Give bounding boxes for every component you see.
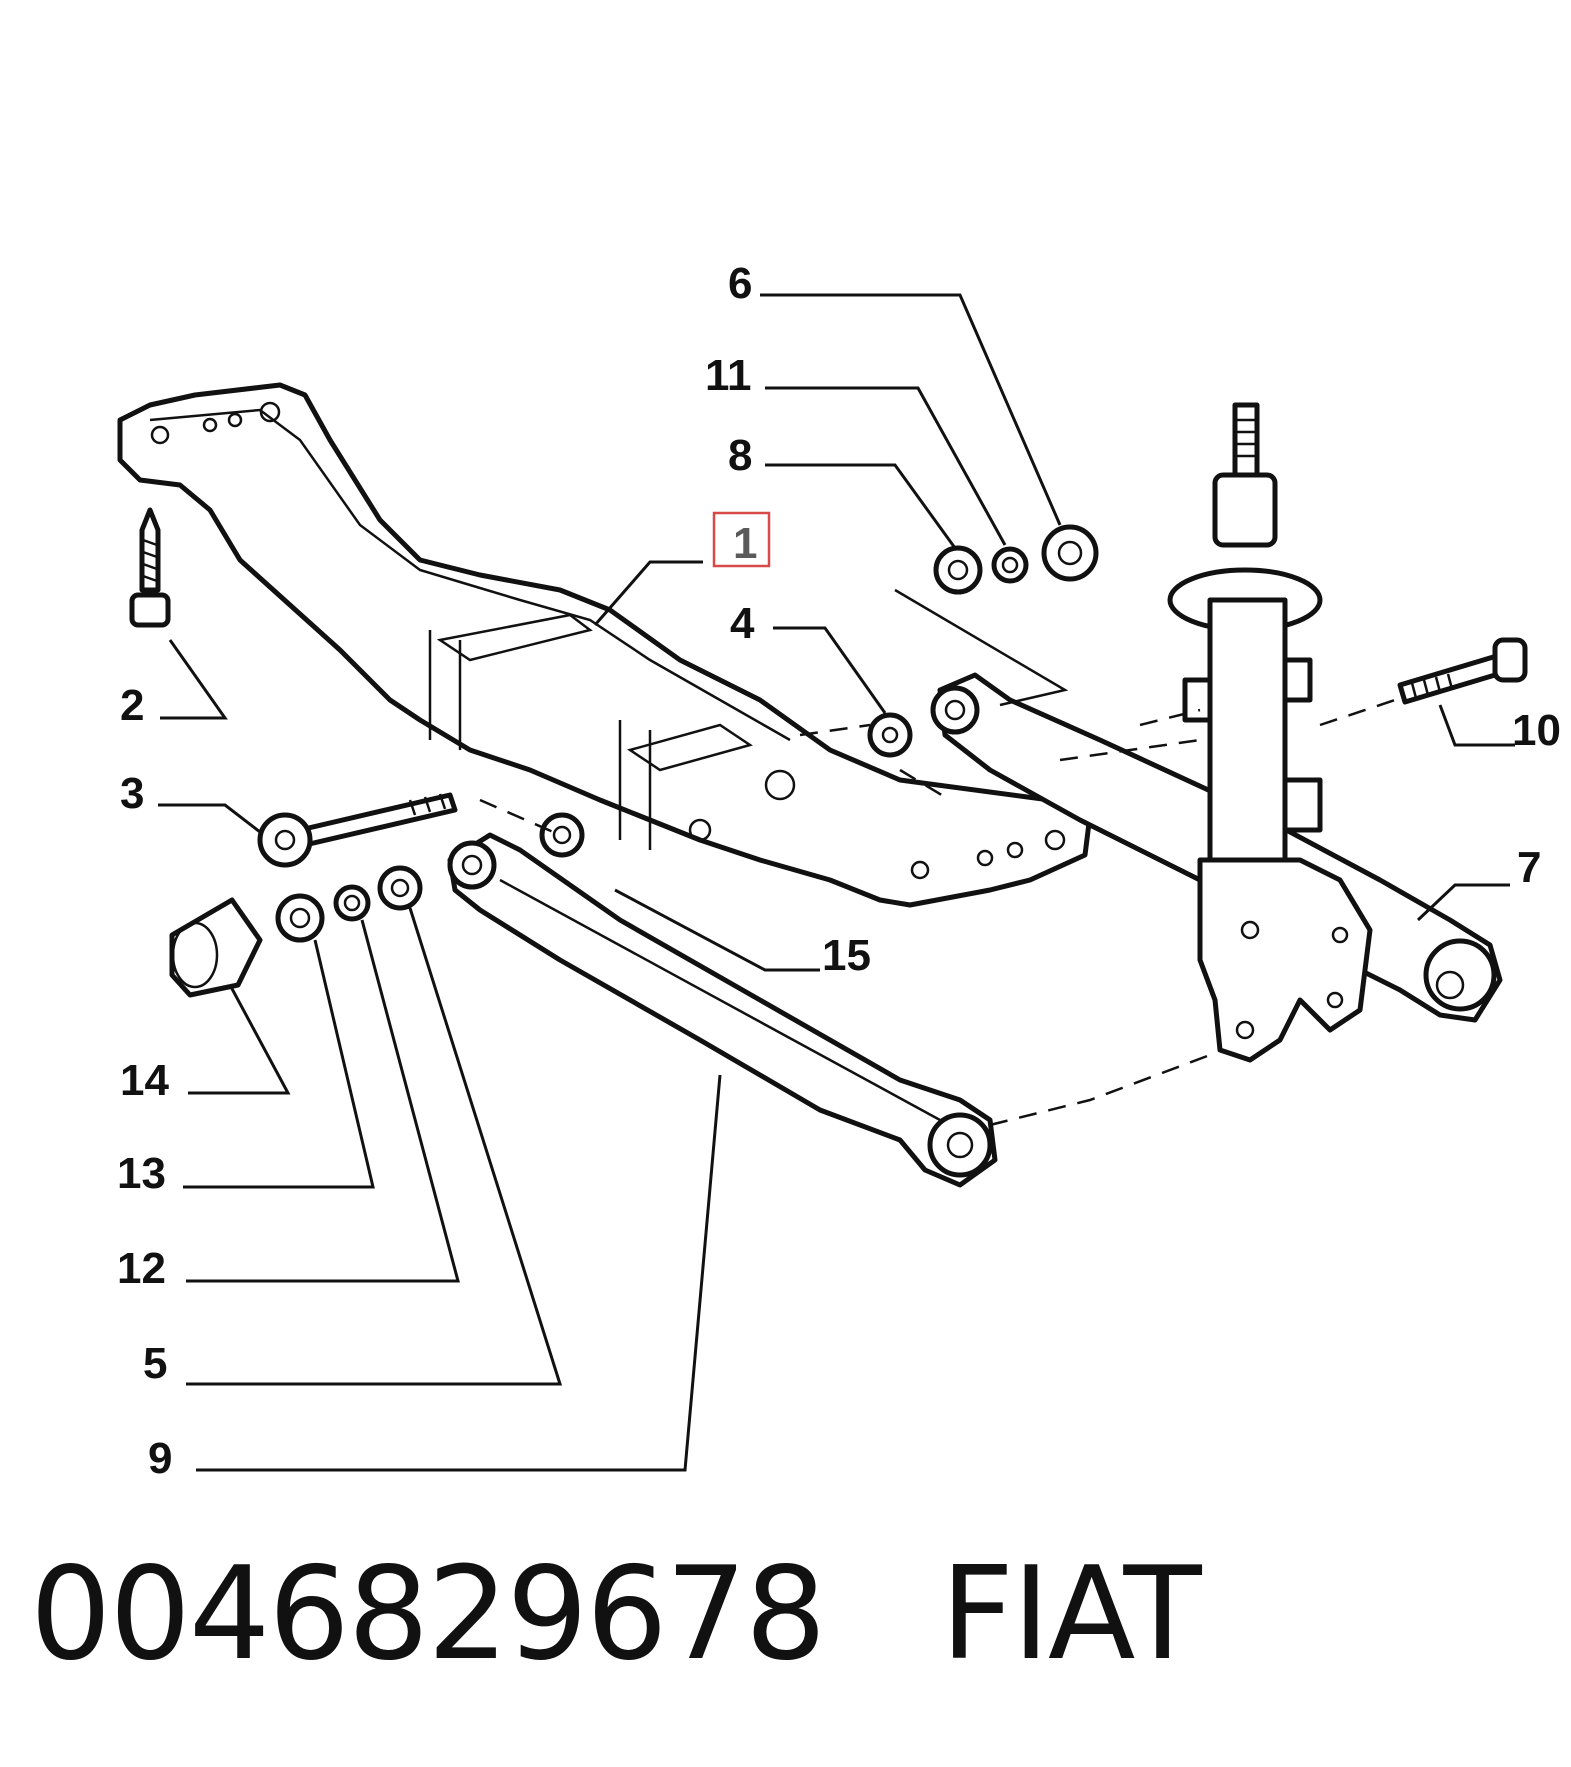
part-number: 0046829678	[30, 1540, 826, 1689]
callout-10[interactable]: 10	[1512, 706, 1561, 755]
callout-13[interactable]: 13	[117, 1149, 166, 1198]
callout-6[interactable]: 6	[728, 259, 752, 308]
callout-9[interactable]: 9	[148, 1434, 172, 1483]
callout-15[interactable]: 15	[822, 931, 871, 980]
nut-part-13	[275, 893, 325, 943]
washer-part-8	[933, 545, 983, 595]
spring-washer-part-11	[991, 546, 1029, 584]
callout-14[interactable]: 14	[120, 1056, 169, 1105]
assembly-guides	[479, 588, 1396, 1127]
bolt-part-2	[129, 507, 171, 628]
bushing-part-14	[169, 897, 263, 998]
nut-part-6	[1041, 524, 1099, 582]
callout-8[interactable]: 8	[728, 431, 752, 480]
brand-name: FIAT	[940, 1540, 1201, 1689]
callout-5[interactable]: 5	[143, 1339, 167, 1388]
callout-highlight-box	[712, 511, 771, 568]
callout-3[interactable]: 3	[120, 769, 144, 818]
bolt-part-10	[1397, 637, 1528, 705]
callout-2[interactable]: 2	[120, 681, 144, 730]
lower-control-arm	[447, 832, 998, 1188]
callout-1[interactable]: 1	[733, 519, 757, 568]
washer-part-5	[377, 865, 423, 911]
callout-4[interactable]: 4	[730, 599, 755, 648]
callout-12[interactable]: 12	[117, 1244, 166, 1293]
crossmember-subframe	[117, 382, 1093, 908]
spring-washer-part-12	[333, 884, 371, 922]
bolt-part-3	[257, 792, 458, 868]
caption-gap	[824, 1540, 940, 1689]
strut-assembly	[1167, 402, 1373, 1063]
part-number-caption: 0046829678 FIAT	[30, 1540, 1202, 1689]
bushing-part-4	[867, 712, 913, 758]
callout-7[interactable]: 7	[1517, 843, 1541, 892]
washer-part-15	[539, 812, 585, 858]
leader-lines	[158, 293, 1515, 1472]
callout-11[interactable]: 11	[705, 351, 752, 400]
